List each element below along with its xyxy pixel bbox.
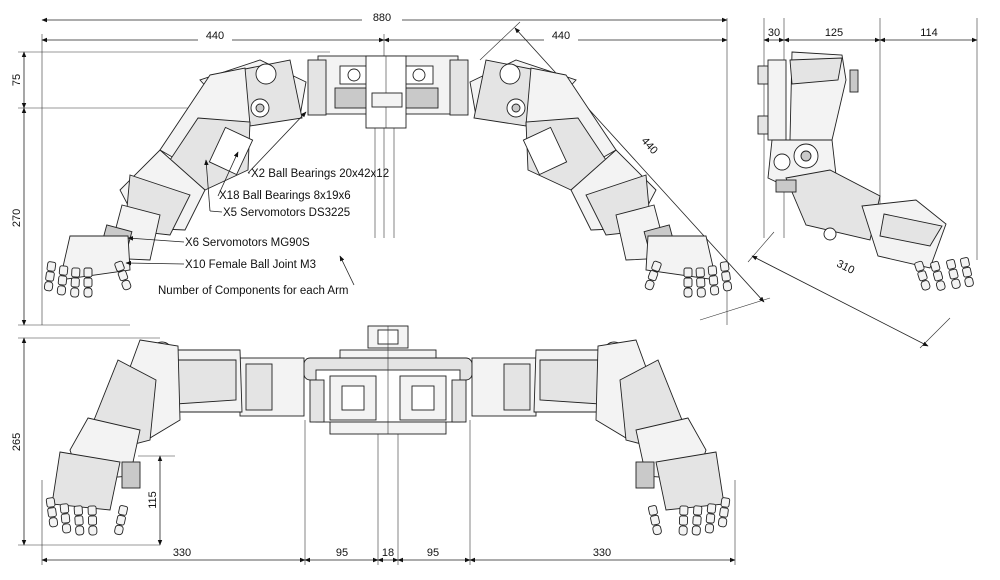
dim-125: 125: [825, 27, 843, 39]
dim-95-left: 95: [336, 547, 348, 559]
callout-ball-bearings-large: X2 Ball Bearings 20x42x12: [251, 168, 389, 180]
dim-75: 75: [11, 74, 23, 86]
right-arm-front: [471, 339, 731, 536]
front-view: 265 115 330 95 18 95 330: [11, 325, 736, 565]
dim-440-left: 440: [206, 30, 224, 42]
dim-330-right: 330: [593, 547, 611, 559]
callouts: X2 Ball Bearings 20x42x12 X18 Ball Beari…: [125, 111, 389, 297]
top-view: 880 440 440 75 270 440: [11, 10, 771, 326]
dim-114: 114: [920, 27, 938, 39]
dim-270: 270: [11, 209, 23, 227]
dim-line-310: [751, 255, 929, 347]
center-bracket-front: [303, 325, 473, 435]
side-view: 30 125 114 310: [747, 18, 978, 349]
left-arm-top: [43, 59, 307, 298]
dim-18: 18: [382, 547, 394, 559]
dim-30: 30: [768, 27, 780, 39]
callout-per-arm-note: Number of Components for each Arm: [158, 285, 348, 297]
right-arm-top: [469, 59, 733, 298]
dim-440-diagonal: 440: [639, 135, 660, 157]
dim-95-right: 95: [427, 547, 439, 559]
dim-115: 115: [147, 491, 159, 509]
dim-880: 880: [373, 12, 391, 24]
left-arm-front: [45, 339, 305, 536]
center-bracket-top: [307, 55, 469, 129]
dim-310: 310: [834, 258, 856, 277]
callout-servo-mg90s: X6 Servomotors MG90S: [185, 237, 310, 249]
callout-ball-bearings-small: X18 Ball Bearings 8x19x6: [219, 190, 351, 202]
dim-440-right: 440: [552, 30, 570, 42]
callout-servo-ds3225: X5 Servomotors DS3225: [223, 207, 350, 219]
callout-ball-joint: X10 Female Ball Joint M3: [185, 259, 316, 271]
dim-330-left: 330: [173, 547, 191, 559]
dim-265: 265: [11, 433, 23, 451]
